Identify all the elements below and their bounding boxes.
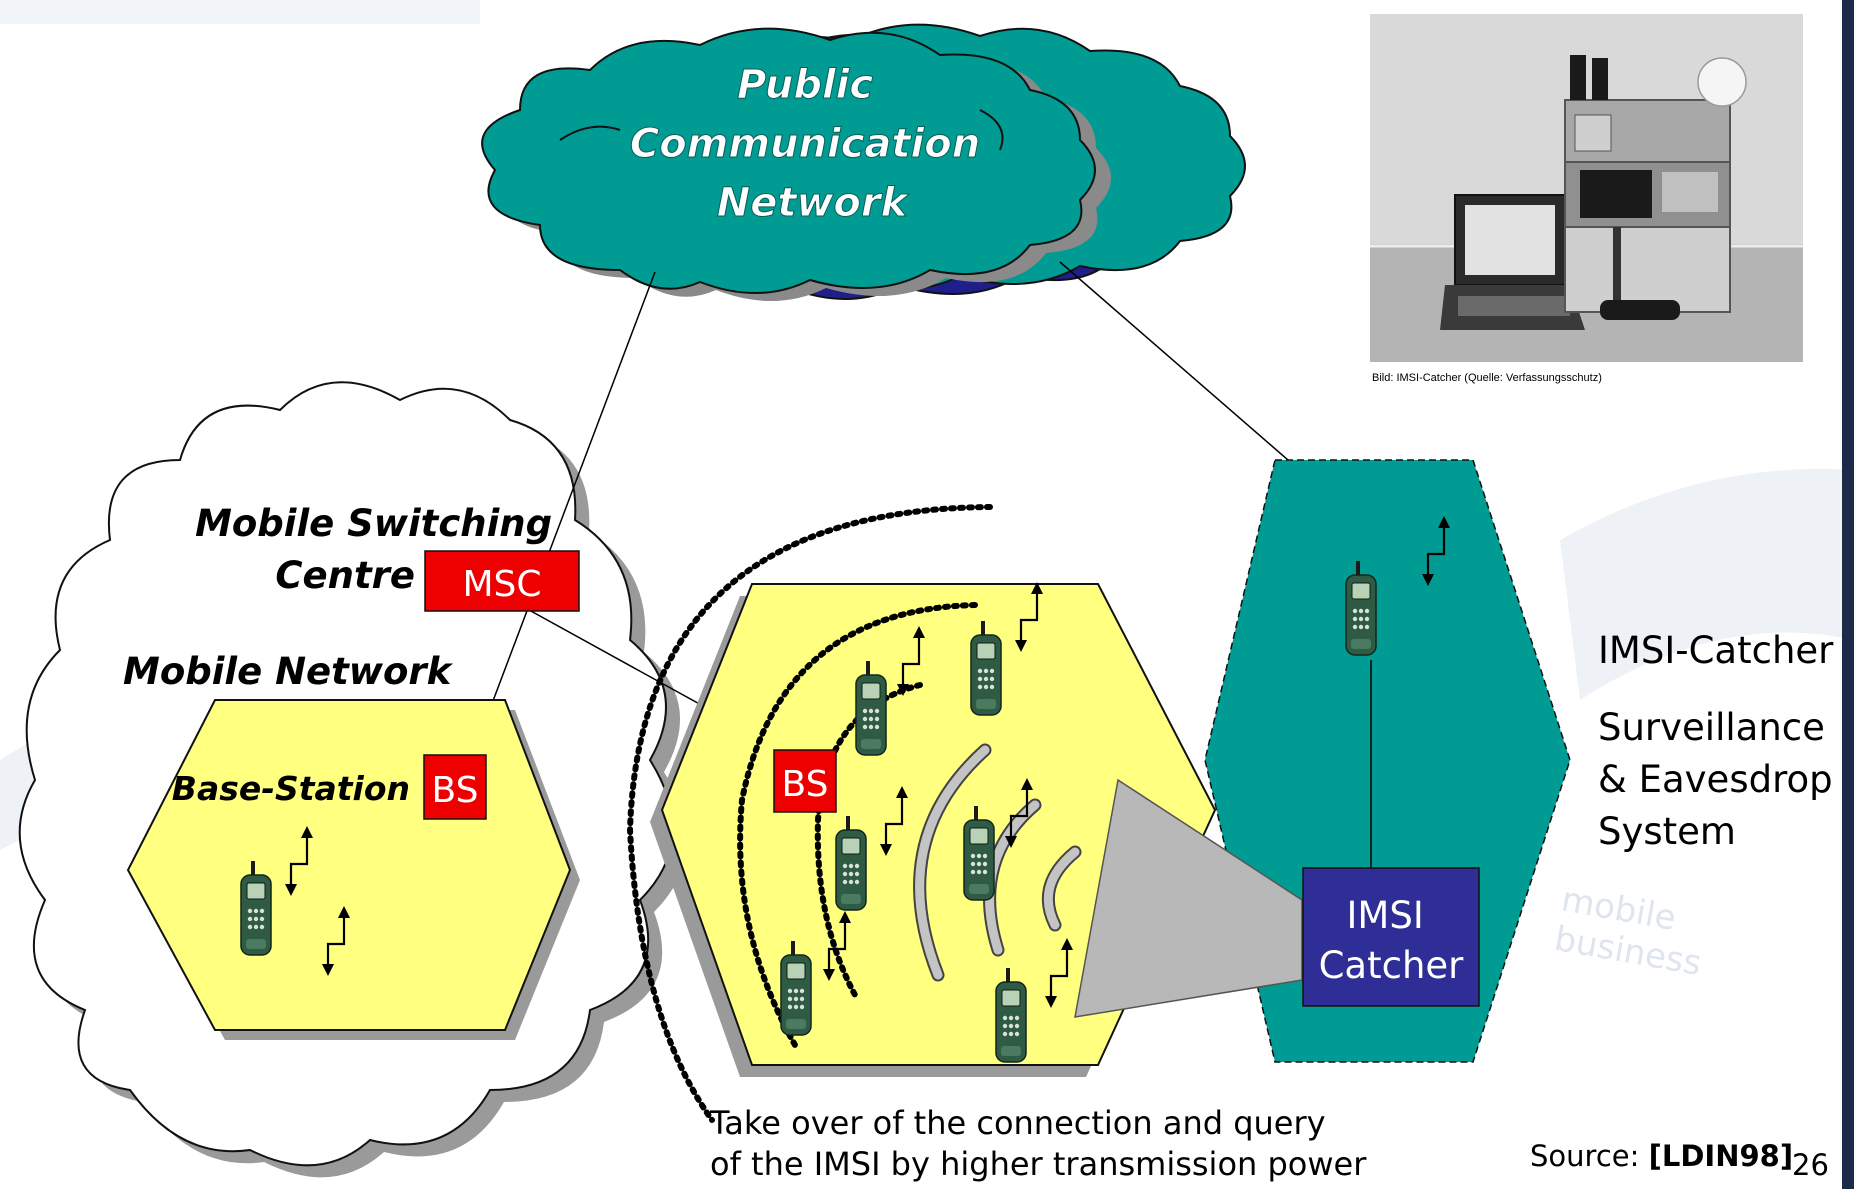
description-line: System [1598, 810, 1736, 853]
imsi-catcher-box [1302, 867, 1480, 1007]
takeover-annotation: Take over of the connection and query of… [709, 1104, 1367, 1183]
photo-caption: Bild: IMSI-Catcher (Quelle: Verfassungss… [1372, 372, 1602, 384]
imsi-catcher-box-label: IMSI Catcher [1319, 894, 1465, 987]
base-station-label: Base-Station [172, 769, 410, 808]
imsi-catcher-box-line: Catcher [1319, 944, 1465, 987]
annotation-line: of the IMSI by higher transmission power [710, 1145, 1367, 1183]
target-bs-box [773, 749, 837, 813]
catcher-coverage-arc [737, 602, 978, 1048]
radio-wave [915, 745, 990, 980]
top-header-strip [0, 0, 480, 24]
msc-title: Mobile Switching Centre [195, 502, 565, 597]
target-cell-hexagon [660, 583, 1217, 1066]
watermark-text: mobile business [1551, 879, 1711, 984]
source-reference: [LDIN98] [1649, 1139, 1793, 1173]
catcher-antenna-funnel [1074, 778, 1303, 1018]
msc-label: MSC [462, 564, 541, 605]
target-bs-label: BS [782, 764, 829, 805]
description-line: & Eavesdrop [1598, 758, 1833, 801]
imsi-catcher-box-line: IMSI [1347, 894, 1424, 937]
source-prefix: Source: [1530, 1139, 1649, 1173]
background-swoosh [1560, 468, 1854, 700]
page-number: 26 [1792, 1148, 1829, 1182]
catcher-coverage-arc [626, 504, 993, 1123]
radio-wave [1043, 847, 1080, 930]
home-bs-label: BS [432, 770, 479, 811]
home-bs-box [423, 754, 487, 820]
home-cell-hexagon [126, 699, 572, 1031]
right-edge-bar [1842, 0, 1854, 1189]
public-network-label: Public Communication Network [630, 62, 994, 226]
msc-title-line: Mobile Switching [195, 502, 552, 545]
imsi-catcher-description: Surveillance & Eavesdrop System [1598, 706, 1844, 853]
mobile-network-label: Mobile Network [123, 650, 454, 693]
public-network-label-line: Network [717, 180, 910, 226]
annotation-line: Take over of the connection and query [709, 1104, 1326, 1142]
msc-box [424, 550, 580, 612]
imsi-catcher-title: IMSI-Catcher [1598, 629, 1834, 672]
public-network-label-line: Public [737, 62, 873, 108]
public-network-cloud [481, 23, 1246, 302]
description-line: Surveillance [1598, 706, 1825, 749]
public-network-label-line: Communication [630, 121, 980, 167]
msc-title-line: Centre [275, 554, 415, 597]
imsi-catcher-photo [1370, 14, 1803, 362]
source-citation: Source: [LDIN98] [1530, 1139, 1793, 1173]
